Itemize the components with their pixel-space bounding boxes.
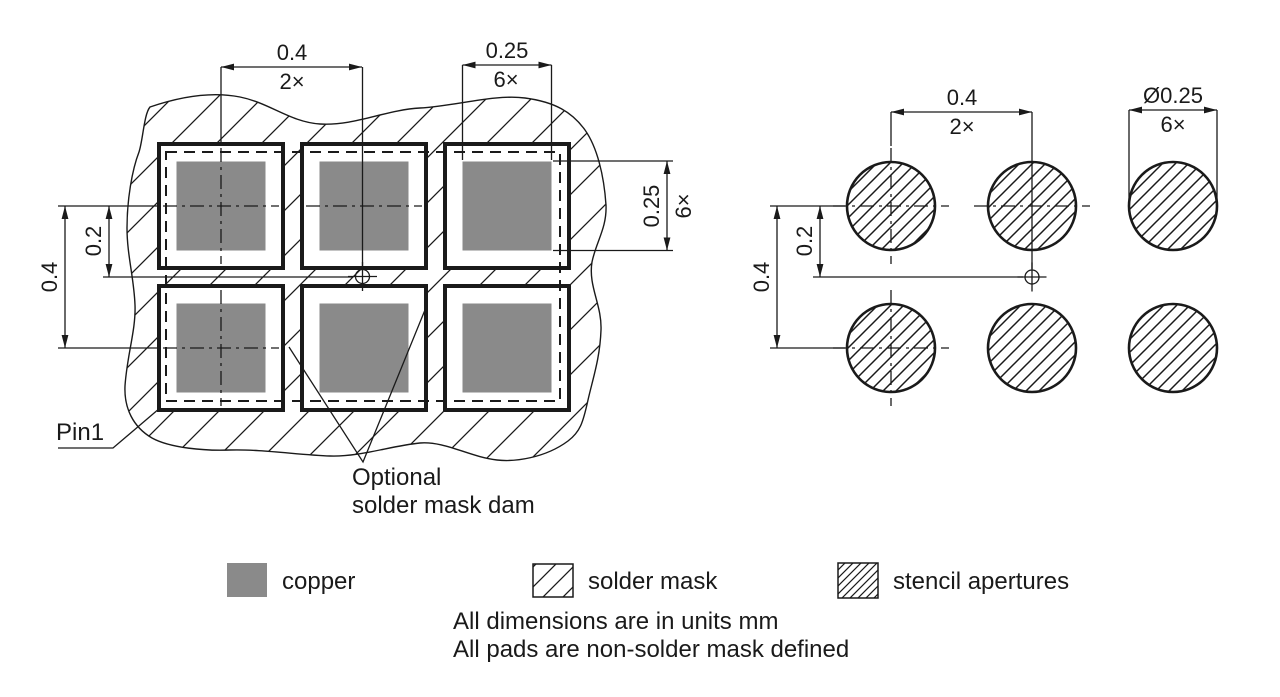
dim-pad-height-count: 6× xyxy=(671,193,696,218)
footprint-view: 0.4 2× 0.25 6× 0.25 6× 0.4 0.2 xyxy=(37,38,696,519)
dam-note-line1: Optional xyxy=(352,464,441,491)
centerline-aperture-r2c1 xyxy=(833,290,949,406)
extension-lines-left xyxy=(770,205,1023,349)
copper-pad-r2c3 xyxy=(462,303,552,393)
dim-offset-vertical: 0.2 xyxy=(81,206,113,277)
stencil-aperture-r1c3 xyxy=(1127,160,1219,252)
extension-lines-aperture-dia xyxy=(1128,110,1218,204)
dam-note-line2: solder mask dam xyxy=(352,492,535,519)
stencil-aperture-r2c3 xyxy=(1127,302,1219,394)
pin1-leader-line xyxy=(58,407,161,449)
dim-pitch-v-value: 0.4 xyxy=(37,262,62,293)
note-units: All dimensions are in units mm xyxy=(453,608,778,635)
solder-mask-dam-callout: Optional solder mask dam xyxy=(288,304,535,519)
stencil-view: 0.4 2× Ø0.25 6× 0.4 0.2 xyxy=(749,83,1219,406)
dim-pad-width-value: 0.25 xyxy=(486,38,529,63)
dim-pitch-horizontal: 0.4 2× xyxy=(221,40,362,94)
dim-pad-height: 0.25 6× xyxy=(639,161,696,251)
dim-pitch-h-count: 2× xyxy=(949,114,974,139)
dim-pitch-h-value: 0.4 xyxy=(277,40,308,65)
extension-lines-pad-height xyxy=(553,160,673,252)
copper-pad-r2c2 xyxy=(319,303,409,393)
legend-swatch-copper xyxy=(227,563,267,597)
dim-aperture-diameter: Ø0.25 6× xyxy=(1129,83,1217,137)
legend-label-copper: copper xyxy=(282,568,355,595)
extension-lines-pad-width xyxy=(461,65,553,160)
dam-leader-lines xyxy=(288,304,428,464)
origin-cross xyxy=(1017,262,1047,292)
stencil-aperture-r2c2 xyxy=(986,302,1078,394)
dim-aperture-dia-count: 6× xyxy=(1160,112,1185,137)
dim-pad-height-value: 0.25 xyxy=(639,185,664,228)
dim-pad-width: 0.25 6× xyxy=(462,38,552,92)
copper-pad-r1c3 xyxy=(462,161,552,251)
origin-marker-stencil xyxy=(1017,262,1047,292)
notes: All dimensions are in units mm All pads … xyxy=(453,608,849,663)
note-mask-defined: All pads are non-solder mask defined xyxy=(453,636,849,663)
centerline-aperture-r1c1 xyxy=(833,148,949,264)
dim-pitch-h-value: 0.4 xyxy=(947,85,978,110)
dim-aperture-dia-value: Ø0.25 xyxy=(1143,83,1203,108)
dim-pitch-vertical: 0.4 xyxy=(37,206,69,348)
centerline-pad-r1c1 xyxy=(163,148,279,264)
legend: copper solder mask stencil apertures xyxy=(227,562,1069,599)
dim-pitch-vertical: 0.4 xyxy=(749,206,781,348)
origin-cross xyxy=(348,262,377,291)
legend-label-solder-mask: solder mask xyxy=(588,568,718,595)
legend-swatch-stencil xyxy=(837,562,879,599)
dim-offset-v-value: 0.2 xyxy=(81,226,106,257)
dim-pad-width-count: 6× xyxy=(493,67,518,92)
origin-marker-footprint xyxy=(348,262,377,291)
legend-swatch-solder-mask xyxy=(532,563,574,598)
pin1-callout: Pin1 xyxy=(56,407,161,449)
centerline-pad-r2c1 xyxy=(163,290,279,406)
dim-pitch-h-count: 2× xyxy=(279,69,304,94)
dim-offset-vertical: 0.2 xyxy=(792,206,824,277)
pin1-label: Pin1 xyxy=(56,419,104,446)
legend-label-stencil: stencil apertures xyxy=(893,568,1069,595)
dim-pitch-horizontal: 0.4 2× xyxy=(891,85,1032,139)
dim-offset-v-value: 0.2 xyxy=(792,226,817,257)
dim-pitch-v-value: 0.4 xyxy=(749,262,774,293)
